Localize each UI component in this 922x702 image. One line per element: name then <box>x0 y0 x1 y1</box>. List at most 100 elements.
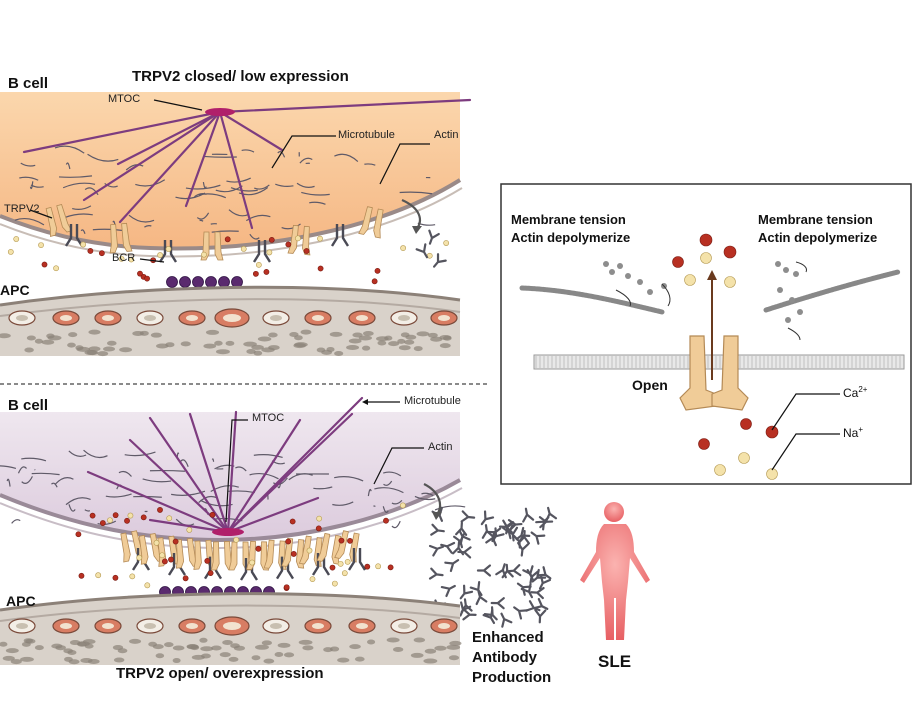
antibody <box>481 524 494 539</box>
actin-filament <box>62 182 96 189</box>
microtubule <box>188 412 230 534</box>
mtoc-bottom-label: MTOC <box>252 412 285 424</box>
actin-filament <box>253 454 283 459</box>
bcr-receptor <box>252 240 272 263</box>
apc-texture <box>298 639 313 645</box>
calcium-ion <box>268 236 275 243</box>
actin-filament <box>391 520 401 529</box>
apc-texture <box>0 333 11 339</box>
actin-filament <box>118 470 132 477</box>
apc-texture <box>2 655 15 661</box>
lipid-bilayer <box>533 354 905 370</box>
apc-texture <box>222 640 233 646</box>
microtubule <box>86 470 230 534</box>
actin-filament <box>144 225 152 228</box>
actin-monomer <box>609 269 615 275</box>
actin-filament <box>309 201 326 205</box>
calcium-ion <box>112 512 119 519</box>
outcome-line-2: Antibody <box>472 649 537 666</box>
sodium-ion <box>165 246 172 252</box>
trpv2-leader <box>29 209 53 219</box>
apc-texture <box>448 655 460 661</box>
actin-filament <box>84 187 99 196</box>
calcium-ion <box>137 270 143 277</box>
apc-texture <box>150 332 162 338</box>
bcell-bottom-body <box>0 412 460 540</box>
antibody <box>525 600 541 612</box>
actin-filament <box>199 219 204 222</box>
sodium-ion <box>399 502 406 509</box>
apc-texture <box>106 340 117 346</box>
actin-monomer <box>793 271 799 277</box>
apc-texture <box>225 340 235 346</box>
actin-filament <box>29 181 34 190</box>
actin-filament <box>203 155 237 158</box>
actin-filament <box>421 492 434 497</box>
calcium-ion <box>723 245 737 259</box>
ion1-label: Ca2+ <box>843 386 867 400</box>
actin-filament <box>332 501 354 506</box>
actin-filament <box>211 458 215 462</box>
actin-filament <box>54 477 74 485</box>
inset-left-caption: Membrane tension Actin depolymerize <box>511 211 630 247</box>
apc-bottom-label: APC <box>6 593 36 609</box>
apc-texture <box>117 648 128 654</box>
microtubule <box>116 110 222 166</box>
apc-texture <box>64 656 73 662</box>
apc-texture <box>268 345 280 351</box>
actin-filament <box>6 478 11 487</box>
actin-filament <box>72 205 92 210</box>
actin-monomer <box>789 297 795 303</box>
human-figure-icon <box>580 502 650 640</box>
actin-filament <box>382 506 389 513</box>
apc-texture <box>34 338 43 344</box>
antibody <box>458 529 471 546</box>
actin-filament <box>277 151 286 158</box>
bcr-receptor <box>330 224 350 247</box>
actin-monomer <box>617 263 623 269</box>
antigen <box>179 276 191 288</box>
top-panel <box>0 92 472 357</box>
actin-filament <box>249 472 279 480</box>
apc-texture <box>75 345 84 351</box>
channel-state-label: Open <box>632 377 668 393</box>
ca-leader <box>771 393 840 431</box>
apc-texture <box>10 659 22 665</box>
ion1-symbol: Ca <box>843 386 859 400</box>
actin-filament <box>196 212 210 220</box>
microtubule <box>218 110 254 230</box>
apc-texture <box>132 330 144 336</box>
microtubule <box>148 416 230 534</box>
sodium-ion <box>107 517 113 524</box>
calcium-ion <box>371 278 378 285</box>
apc-texture <box>329 331 343 337</box>
apc-texture <box>416 331 430 337</box>
calcium-ion <box>172 538 179 545</box>
actin-filament <box>65 497 91 506</box>
sodium-ion <box>255 261 262 268</box>
apc-texture <box>404 339 415 345</box>
actin-filament <box>21 457 47 462</box>
antibody <box>490 597 505 610</box>
antibodies-top <box>415 229 447 268</box>
antibody <box>440 584 456 598</box>
apc-texture <box>180 341 191 347</box>
calcium-ion <box>317 265 324 272</box>
bottom-panel-title: TRPV2 open/ overexpression <box>116 665 324 682</box>
calcium-ion <box>182 575 189 582</box>
antibody <box>520 583 534 599</box>
apc-texture <box>329 646 340 652</box>
mtoc-bottom-leader <box>225 419 248 523</box>
apc-texture <box>47 335 62 341</box>
trpv2-label: TRPV2 <box>4 203 40 215</box>
antibody <box>459 601 472 617</box>
actin-filament <box>194 192 207 198</box>
calcium-ion <box>207 570 214 577</box>
apc-texture <box>346 345 360 351</box>
calcium-ion <box>224 236 231 243</box>
actin-filament <box>14 217 45 226</box>
calcium-ion <box>255 545 262 552</box>
apc-texture <box>24 347 34 353</box>
apc-texture <box>337 657 350 663</box>
mtoc-top-leader <box>153 99 203 111</box>
